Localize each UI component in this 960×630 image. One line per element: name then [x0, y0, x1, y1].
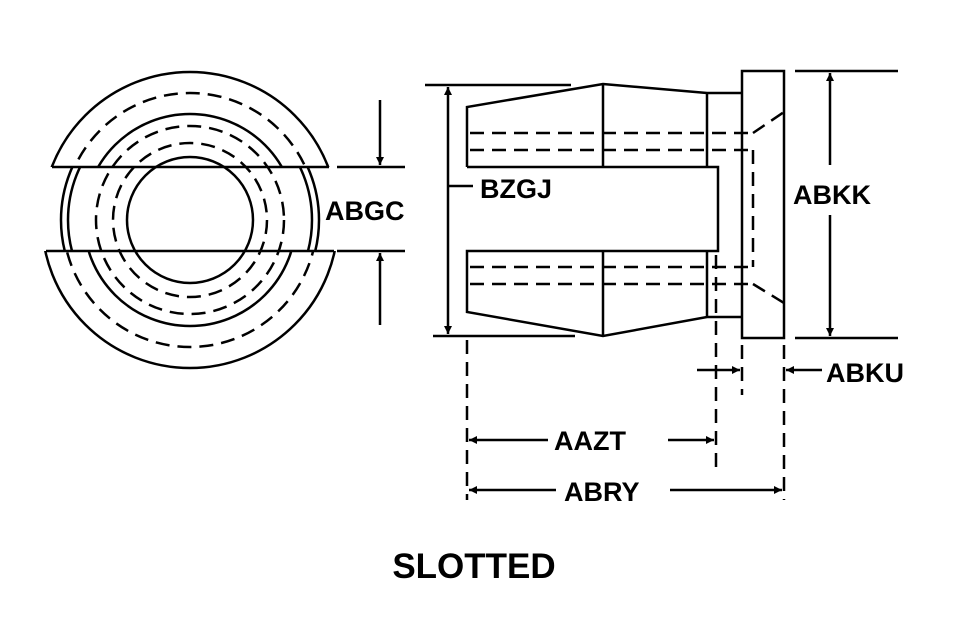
- side-view: [465, 69, 786, 340]
- abku-dimension: ABKU: [697, 358, 904, 388]
- abkk-label: ABKK: [793, 180, 871, 210]
- abry-label: ABRY: [564, 477, 640, 507]
- bzgj-label: BZGJ: [480, 174, 552, 204]
- abgc-label: ABGC: [325, 196, 405, 226]
- abku-label: ABKU: [826, 358, 904, 388]
- abgc-dimension: ABGC: [325, 100, 405, 325]
- diagram-title: SLOTTED: [392, 547, 555, 586]
- aazt-dimension: AAZT: [469, 426, 714, 456]
- abkk-dimension: ABKK: [793, 69, 898, 340]
- end-view: [40, 70, 340, 370]
- bzgj-dimension: BZGJ: [425, 83, 575, 338]
- abry-dimension: ABRY: [469, 477, 782, 507]
- aazt-label: AAZT: [554, 426, 626, 456]
